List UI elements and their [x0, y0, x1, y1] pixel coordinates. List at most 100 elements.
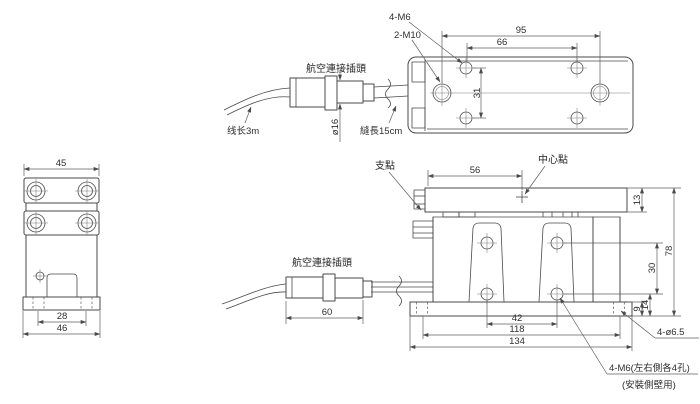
dim-118-text: 118	[509, 324, 524, 335]
dim-60: 60	[285, 300, 364, 324]
dim-46: 46	[22, 311, 101, 338]
dim-66: 66	[466, 37, 578, 61]
hidden-holes	[32, 297, 93, 310]
hex-bolt	[412, 220, 434, 239]
mounting-hole-m6	[456, 58, 476, 78]
dim-31: 31	[472, 67, 486, 119]
dim-134: 134	[409, 316, 633, 351]
bolt-head	[75, 211, 99, 235]
web-cutout	[538, 222, 575, 303]
aviation-plug-body	[289, 75, 375, 111]
label-diameter: ø16	[330, 119, 341, 135]
cable-break-symbol	[385, 78, 391, 109]
side-pin-hole	[33, 269, 47, 283]
leader-center-point: 中心點	[524, 153, 568, 195]
label-side-holes-line2: (安裝側壁用)	[622, 379, 676, 391]
dim-46-text: 46	[57, 323, 68, 334]
dim-9: 9	[628, 301, 647, 317]
dim-134-text: 134	[509, 336, 525, 347]
dim-30-text: 30	[647, 263, 658, 274]
connector-detail-bottom: 航空連接插頭 60	[221, 256, 373, 324]
dim-78: 78	[627, 187, 681, 317]
cable-wire	[221, 283, 287, 305]
mounting-hole-m6	[567, 108, 587, 128]
leader-4xM6: 4-M6	[389, 12, 463, 64]
m6-mounting-holes	[456, 58, 587, 128]
dim-60-text: 60	[322, 307, 333, 318]
mounting-hole-m6	[456, 108, 476, 128]
dim-56: 56	[427, 165, 523, 190]
bolt-head	[75, 179, 99, 203]
side-mount-holes	[477, 233, 567, 304]
lever-bar	[424, 187, 628, 213]
dim-78-text: 78	[664, 246, 675, 257]
cable-exit	[371, 275, 433, 307]
cable-wire	[226, 96, 291, 116]
label-aviation-plug-top: 航空連接插頭	[306, 62, 366, 75]
cable-break-symbol	[396, 275, 402, 307]
dim-14: 14	[640, 293, 653, 317]
m10-mounting-holes	[432, 80, 610, 106]
mounting-hole-m6	[567, 58, 587, 78]
leader-2xM10: 2-M10	[394, 30, 441, 83]
cable-wire	[225, 291, 287, 310]
label-center-point: 中心點	[538, 153, 568, 166]
dim-9-text: 9	[632, 306, 643, 311]
hex-bolt	[413, 189, 426, 210]
dim-diameter-16: ø16	[330, 70, 343, 142]
side-view: 45 28 46	[22, 158, 101, 338]
dim-45: 45	[23, 158, 100, 176]
mounting-hole-m6	[477, 233, 497, 253]
label-sleeve-length: 縫長15cm	[360, 125, 402, 137]
hidden-base-holes	[416, 302, 625, 316]
label-2xM10: 2-M10	[394, 30, 421, 41]
dim-45-text: 45	[56, 158, 67, 169]
label-fulcrum: 支點	[375, 159, 395, 172]
dim-42-text: 42	[512, 313, 523, 324]
bolt-head	[24, 179, 48, 203]
dim-56-text: 56	[470, 165, 481, 176]
flexure-notch	[458, 211, 476, 218]
leader-cable-length: 线长3m	[227, 106, 259, 137]
label-aviation-plug-bottom: 航空連接插頭	[292, 256, 352, 269]
side-view-outline	[22, 177, 101, 311]
leader-base-holes: 4-ø6.5	[620, 310, 699, 339]
cable-wire	[223, 87, 291, 111]
leader-side-holes: 4-M6(左右側各4孔) (安裝側壁用)	[559, 297, 698, 391]
label-side-holes-line1: 4-M6(左右側各4孔)	[609, 362, 690, 374]
mounting-hole-m10	[432, 80, 452, 106]
dim-28-text: 28	[57, 311, 68, 322]
dim-95: 95	[441, 25, 601, 83]
label-cable-length: 线长3m	[227, 125, 259, 137]
bolt-heads	[24, 179, 99, 235]
mounting-hole-m6	[547, 233, 567, 253]
front-view: 支點 中心點 56 13 78 30	[371, 153, 699, 391]
dim-118: 118	[422, 316, 621, 339]
dim-66-text: 66	[497, 37, 508, 48]
connector-boss-bottom	[411, 107, 426, 129]
side-step-outline	[46, 273, 78, 297]
dim-95-text: 95	[516, 25, 527, 36]
dim-42: 42	[486, 300, 558, 328]
dim-31-text: 31	[472, 88, 483, 99]
bolt-head	[24, 211, 48, 235]
base-plate	[409, 301, 633, 317]
dim-13: 13	[627, 187, 647, 213]
mounting-hole-m10	[590, 80, 610, 106]
web-cutout	[468, 222, 505, 303]
connector-detail-top: 航空連接插頭 线长3m ø16 縫長15cm	[223, 62, 409, 142]
label-base-holes: 4-ø6.5	[657, 327, 684, 338]
cable-to-body	[373, 84, 409, 88]
dim-13-text: 13	[632, 195, 643, 206]
connector-boss-top	[411, 61, 426, 83]
flexure-notch	[442, 211, 460, 218]
plan-view: 95 66 31 4-M6 2-M10	[389, 12, 634, 134]
label-4xM6: 4-M6	[389, 12, 411, 23]
dim-14-text: 14	[640, 300, 651, 311]
leader-sleeve-length: 縫長15cm	[360, 105, 402, 137]
front-view-outline	[409, 187, 633, 317]
center-point-marker	[516, 191, 528, 203]
dim-28: 28	[37, 311, 87, 326]
